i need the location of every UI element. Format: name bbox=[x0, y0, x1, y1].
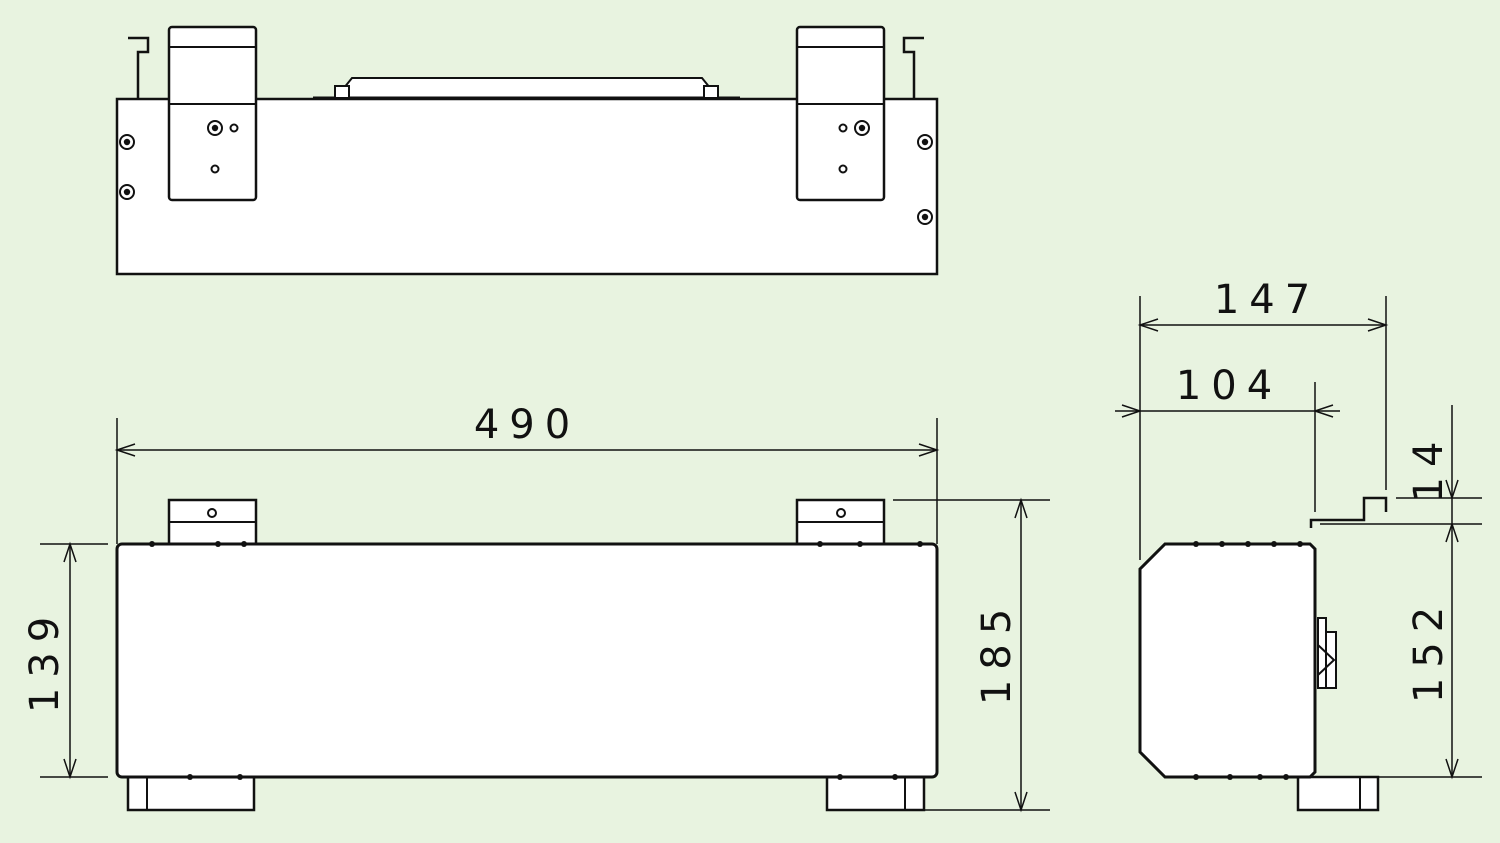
dimension-labels: 490 139 185 147 104 14 152 bbox=[22, 277, 1452, 713]
screw-icon bbox=[119, 184, 135, 200]
dim-front-height-label: 139 bbox=[22, 607, 68, 713]
dim-bracket-height-label: 14 bbox=[1406, 432, 1452, 503]
screw-icon bbox=[917, 134, 933, 150]
front-view-body bbox=[115, 542, 939, 779]
dim-width-label: 490 bbox=[474, 402, 580, 448]
screw-icon bbox=[854, 120, 870, 136]
screw-icon bbox=[917, 209, 933, 225]
dim-side-depth-label: 147 bbox=[1214, 277, 1320, 323]
dimension-lines bbox=[40, 296, 1482, 813]
top-view-bracket-right bbox=[795, 25, 886, 202]
top-view bbox=[115, 25, 939, 276]
front-view-foot-right bbox=[825, 775, 926, 812]
dim-side-body-height-label: 152 bbox=[1406, 597, 1452, 703]
hole-icon bbox=[207, 508, 217, 518]
top-view-bracket-left bbox=[167, 25, 258, 202]
screw-icon bbox=[207, 120, 223, 136]
side-view-bracket bbox=[1309, 496, 1388, 528]
dim-overall-height-label: 185 bbox=[974, 599, 1020, 705]
front-view bbox=[115, 498, 939, 812]
hole-icon bbox=[836, 508, 846, 518]
front-view-foot-left bbox=[126, 775, 256, 812]
side-view-body bbox=[1138, 542, 1317, 779]
side-view-foot bbox=[1296, 775, 1380, 812]
hole-icon bbox=[838, 164, 848, 174]
side-view-connector bbox=[1317, 617, 1337, 689]
hole-icon bbox=[838, 123, 848, 133]
screw-icon bbox=[119, 134, 135, 150]
side-view bbox=[1138, 496, 1388, 812]
hole-icon bbox=[229, 123, 239, 133]
top-view-handle bbox=[334, 77, 720, 100]
dim-side-body-depth-label: 104 bbox=[1176, 363, 1282, 409]
top-view-hook-left bbox=[128, 36, 150, 99]
hole-icon bbox=[210, 164, 220, 174]
top-view-hook-right bbox=[902, 36, 924, 99]
